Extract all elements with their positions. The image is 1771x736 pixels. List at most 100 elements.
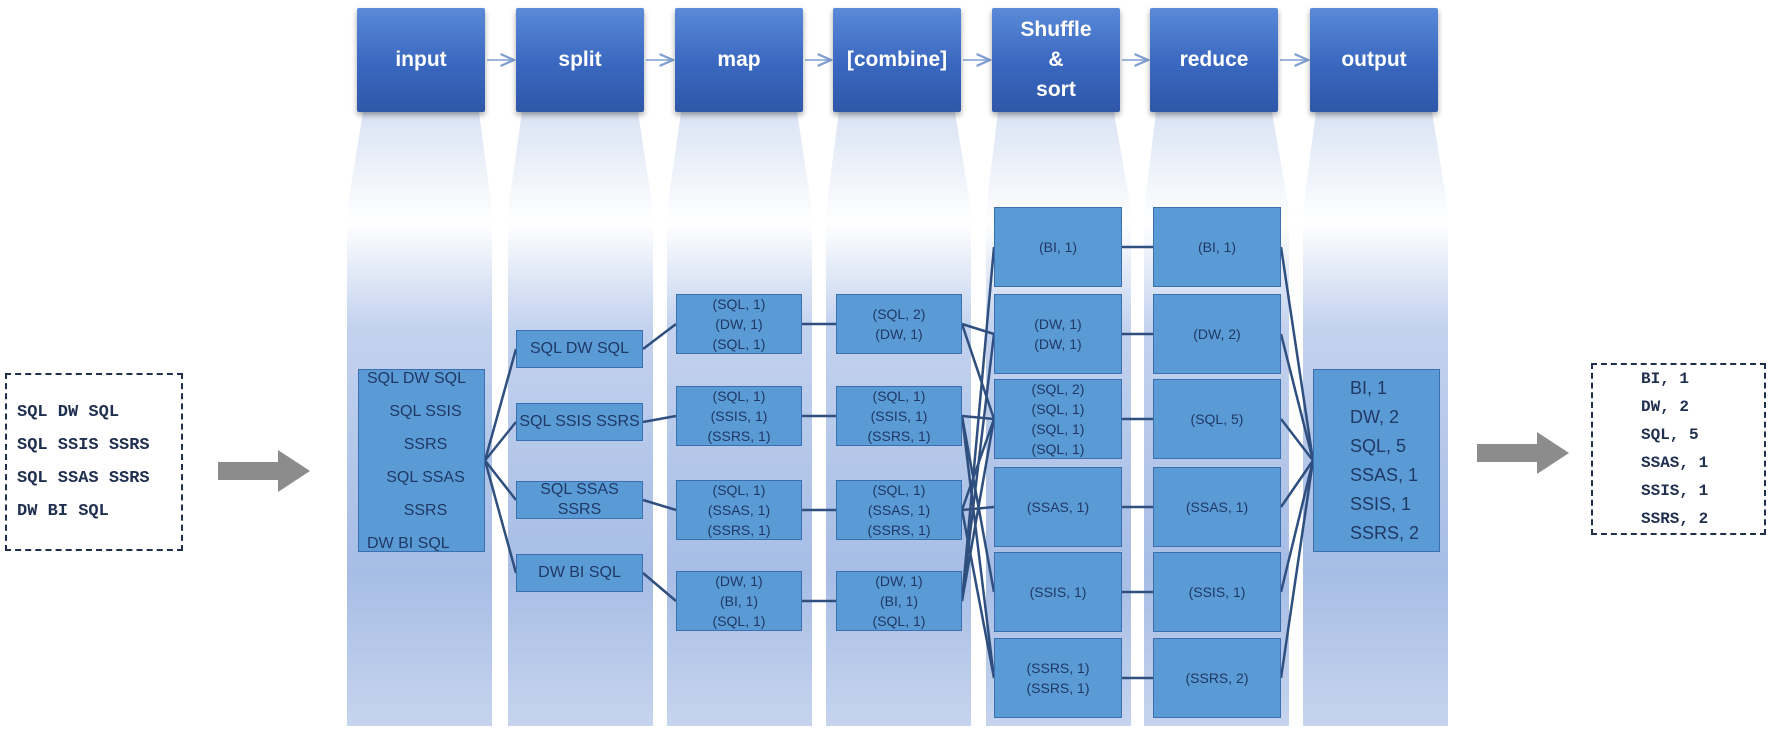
shuffle-block-5-line: (SSRS, 1) <box>1026 660 1090 676</box>
input-block-line: SQL SSAS SSRS <box>386 468 465 519</box>
combine-block-2: (SQL, 1) (SSAS, 1) (SSRS, 1) <box>836 480 962 540</box>
combine-block-3-line: (DW, 1) <box>875 573 923 589</box>
split-to-map <box>642 498 677 512</box>
shuffle-block-4: (SSIS, 1) <box>994 552 1122 632</box>
map-block-0: (SQL, 1) (DW, 1) (SQL, 1) <box>676 294 802 354</box>
gray-arrow-right <box>1477 432 1569 474</box>
combine-block-1-line: (SQL, 1) <box>872 388 926 404</box>
reduce-block-3-line: (SSAS, 1) <box>1185 499 1249 515</box>
split-block-1-line: SQL SSIS SSRS <box>519 413 640 430</box>
shuffle-block-3-line: (SSAS, 1) <box>1026 499 1090 515</box>
split-block-1: SQL SSIS SSRS <box>516 403 643 441</box>
output-block-line: SSRS, 2 <box>1350 522 1420 543</box>
input-to-split <box>483 460 518 574</box>
stage-header-2: map <box>675 8 803 112</box>
split-block-0: SQL DW SQL <box>516 330 643 368</box>
shuffle-block-4-line: (SSIS, 1) <box>1029 584 1087 600</box>
terminal-line: SQL DW SQL <box>17 403 120 422</box>
map-block-1-line: (SSIS, 1) <box>710 408 768 424</box>
reduce-block-3: (SSAS, 1) <box>1153 467 1281 547</box>
reduce-to-output <box>1280 418 1314 462</box>
split-to-map <box>642 572 677 602</box>
shuffle-block-2-line: (SQL, 1) <box>1031 401 1085 417</box>
map-block-2-line: (SQL, 1) <box>712 482 766 498</box>
terminal-line: DW, 2 <box>1641 398 1690 416</box>
terminal-line: DW BI SQL <box>17 502 109 521</box>
input-to-split <box>484 459 517 501</box>
map-block-3-line: (BI, 1) <box>719 593 759 609</box>
map-block-2: (SQL, 1)(SSAS, 1)(SSRS, 1) <box>676 480 802 540</box>
data-flow-lines <box>483 245 1315 680</box>
reduce-block-2-line: (SQL, 5) <box>1190 411 1244 427</box>
map-block-3: (DW, 1) (BI, 1) (SQL, 1) <box>676 571 802 631</box>
map-block-0-line: (SQL, 1) <box>712 336 766 352</box>
terminal-line: SSIS, 1 <box>1641 482 1709 500</box>
output-block-line: SSAS, 1 <box>1350 464 1419 485</box>
combine-block-1: (SQL, 1)(SSIS, 1)(SSRS, 1) <box>836 386 962 446</box>
reduce-to-output <box>1279 246 1315 461</box>
stage-header-1: split <box>516 8 644 112</box>
stage-header-4: Shuffle & sort <box>992 8 1120 112</box>
map-block-1-line: (SSRS, 1) <box>707 428 771 444</box>
stage-header-3: [combine] <box>833 8 961 112</box>
shuffle-block-2: (SQL, 2)(SQL, 1)(SQL, 1)(SQL, 1) <box>994 379 1122 459</box>
split-block-3-line: DW BI SQL <box>538 564 621 581</box>
combine-block-2-line: (SQL, 1) <box>872 482 926 498</box>
combine-to-shuffle <box>960 323 996 420</box>
shuffle-block-0: (BI, 1) <box>994 207 1122 287</box>
split-block-0-line: SQL DW SQL <box>530 340 629 357</box>
combine-to-shuffle <box>960 333 996 602</box>
split-to-map <box>642 414 677 424</box>
map-block-0-line: (SQL, 1) <box>712 296 766 312</box>
combine-block-0: (SQL, 2)(DW, 1) <box>836 294 962 354</box>
shuffle-block-0-line: (BI, 1) <box>1038 239 1078 255</box>
reduce-block-1: (DW, 2) <box>1153 294 1281 374</box>
stage-header-5: reduce <box>1150 8 1278 112</box>
shuffle-block-2-line: (SQL, 1) <box>1031 441 1085 457</box>
input-to-split <box>484 421 517 462</box>
shuffle-block-1-line: (DW, 1) <box>1034 336 1082 352</box>
shuffle-block-3: (SSAS, 1) <box>994 467 1122 547</box>
reduce-block-4: (SSIS, 1) <box>1153 552 1281 632</box>
reduce-block-2: (SQL, 5) <box>1153 379 1281 459</box>
combine-block-3: (DW, 1)(BI, 1)(SQL, 1) <box>836 571 962 631</box>
input-text-box: SQL DW SQL SQL SSIS SSRS SQL SSAS SSRS DW B… <box>5 373 183 551</box>
combine-to-shuffle <box>960 246 996 602</box>
combine-to-shuffle <box>960 418 996 602</box>
reduce-block-5-line: (SSRS, 2) <box>1185 670 1249 686</box>
terminal-line: SSAS, 1 <box>1641 454 1709 472</box>
combine-block-2-line: (SSRS, 1) <box>867 522 931 538</box>
combine-block-2-line: (SSAS, 1) <box>867 502 931 518</box>
combine-block-3-line: (BI, 1) <box>879 593 919 609</box>
map-block-0-line: (DW, 1) <box>715 316 763 332</box>
map-block-2-line: (SSRS, 1) <box>707 522 771 538</box>
map-block-3-line: (SQL, 1) <box>712 613 766 629</box>
stage-header-0: input <box>357 8 485 112</box>
reduce-to-output <box>1279 460 1315 593</box>
split-block-2-line: SQL SSAS SSRS <box>540 481 619 518</box>
reduce-block-0: (BI, 1) <box>1153 207 1281 287</box>
reduce-to-output <box>1279 333 1315 461</box>
terminal-line: SQL SSIS SSRS <box>17 436 150 455</box>
split-block-2: SQL SSAS SSRS <box>516 481 643 519</box>
stage-header-6: output <box>1310 8 1438 112</box>
reduce-to-output <box>1279 459 1315 508</box>
terminal-line: SQL SSAS SSRS <box>17 469 150 488</box>
gray-arrow-left <box>218 450 310 492</box>
terminal-line: BI, 1 <box>1641 370 1690 388</box>
input-block-line: DW BI SQL <box>367 534 450 552</box>
terminal-line: SQL, 5 <box>1641 426 1699 444</box>
split-to-map <box>642 323 677 350</box>
reduce-block-4-line: (SSIS, 1) <box>1188 584 1246 600</box>
input-block-line: SQL DW SQL <box>367 369 466 387</box>
shuffle-block-1-line: (DW, 1) <box>1034 316 1082 332</box>
map-block-3-line: (DW, 1) <box>715 573 763 589</box>
combine-to-shuffle <box>960 415 996 679</box>
reduce-block-1-line: (DW, 2) <box>1193 326 1241 342</box>
combine-block-1-line: (SSIS, 1) <box>870 408 928 424</box>
output-block-line: SSIS, 1 <box>1350 493 1412 514</box>
